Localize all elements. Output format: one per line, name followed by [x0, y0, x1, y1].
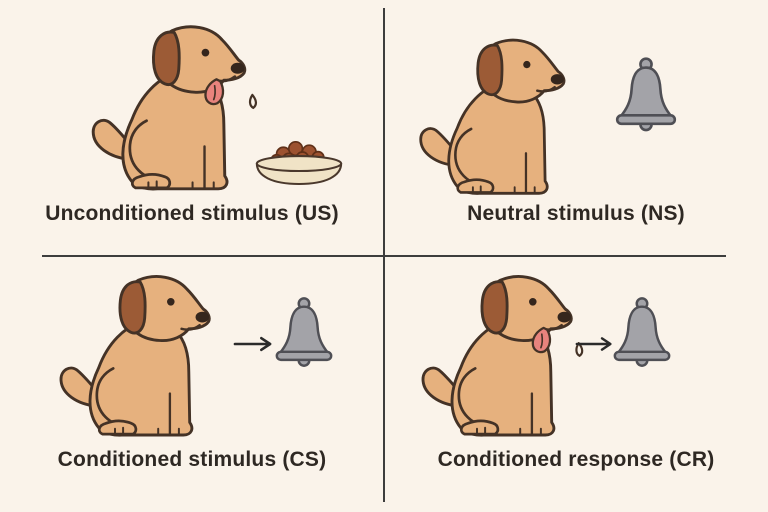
dog-icon	[52, 264, 232, 444]
label-conditioned-stimulus: Conditioned stimulus (CS)	[57, 448, 327, 471]
quadrant-conditioned-response: Conditioned response (CR)	[384, 256, 768, 512]
quadrant-unconditioned-stimulus: Unconditioned stimulus (US)	[0, 0, 384, 256]
dog-salivating-icon	[414, 264, 594, 444]
bell-icon	[610, 54, 682, 140]
label-unconditioned-stimulus: Unconditioned stimulus (US)	[45, 202, 339, 225]
dog-icon	[412, 28, 586, 202]
bell-icon	[608, 294, 676, 375]
quadrant-neutral-stimulus: Neutral stimulus (NS)	[384, 0, 768, 256]
horizontal-divider	[42, 255, 726, 257]
food-bowl-icon	[248, 128, 350, 193]
quadrant-conditioned-stimulus: Conditioned stimulus (CS)	[0, 256, 384, 512]
bell-icon	[270, 294, 338, 375]
label-conditioned-response: Conditioned response (CR)	[437, 448, 715, 471]
dog-salivating-icon	[84, 14, 268, 198]
label-neutral-stimulus: Neutral stimulus (NS)	[467, 202, 685, 225]
